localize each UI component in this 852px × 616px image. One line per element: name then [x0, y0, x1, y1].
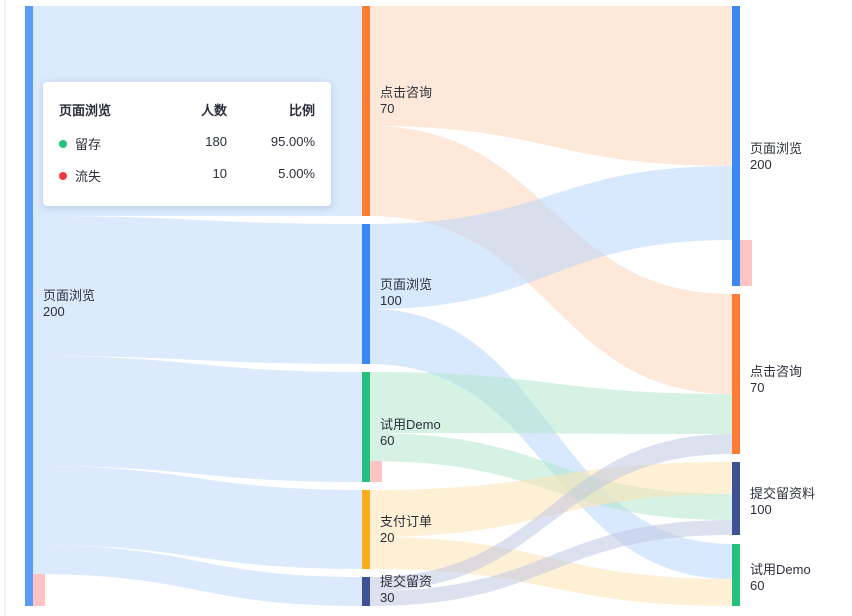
link-pay-to-submit[interactable] — [370, 462, 732, 537]
tooltip: 页面浏览 人数 比例 留存 180 95.00% 流失 10 5.00% — [43, 82, 331, 206]
tooltip-row-lost: 流失 10 5.00% — [59, 166, 315, 184]
link-pay-to-demo[interactable] — [370, 537, 732, 606]
label-left-page: 页面浏览 200 — [43, 288, 95, 320]
node-mid-page[interactable] — [362, 224, 370, 364]
tooltip-header: 页面浏览 人数 比例 — [59, 100, 315, 118]
link-page-to-page-r[interactable] — [370, 166, 732, 309]
label-value: 60 — [750, 578, 765, 593]
tooltip-title: 页面浏览 — [59, 103, 112, 118]
label-name: 点击咨询 — [380, 85, 433, 100]
label-name: 试用Demo — [380, 417, 441, 432]
node-right-page[interactable] — [732, 6, 740, 286]
row-ratio: 5.00% — [278, 166, 315, 181]
label-value: 200 — [43, 304, 65, 319]
dropoff-mid-demo[interactable] — [370, 461, 382, 482]
node-mid-consult[interactable] — [362, 6, 370, 216]
label-name: 页面浏览 — [380, 277, 433, 292]
node-left-page[interactable] — [25, 6, 33, 606]
node-mid-submit[interactable] — [362, 577, 370, 606]
row-name: 流失 — [75, 169, 102, 184]
label-value: 200 — [750, 157, 772, 172]
row-ratio: 95.00% — [270, 134, 315, 149]
label-mid-pay: 支付订单 20 — [380, 514, 432, 546]
label-mid-demo: 试用Demo 60 — [380, 417, 441, 449]
label-name: 点击咨询 — [750, 364, 803, 379]
label-mid-submit: 提交留资 30 — [380, 574, 432, 606]
node-mid-demo[interactable] — [362, 372, 370, 482]
label-name: 页面浏览 — [43, 288, 96, 303]
label-right-consult: 点击咨询 70 — [750, 364, 802, 396]
label-value: 100 — [380, 293, 402, 308]
link-consult-to-page[interactable] — [370, 6, 732, 166]
label-value: 70 — [750, 380, 765, 395]
tooltip-col-count: 人数 — [200, 103, 227, 118]
link-page-to-pay[interactable] — [33, 466, 362, 569]
dropoff-left-page[interactable] — [33, 574, 45, 606]
node-mid-pay[interactable] — [362, 490, 370, 569]
label-name: 页面浏览 — [750, 141, 803, 156]
links-left-middle — [33, 6, 362, 606]
label-value: 20 — [380, 530, 395, 545]
row-count: 180 — [205, 134, 227, 149]
tooltip-row-retained: 留存 180 95.00% — [59, 134, 315, 152]
green-dot-icon — [59, 140, 67, 148]
link-page-to-submit[interactable] — [33, 545, 362, 606]
row-name: 留存 — [75, 137, 102, 152]
tooltip-col-ratio: 比例 — [288, 103, 315, 118]
label-right-demo: 试用Demo 60 — [750, 562, 811, 594]
label-value: 30 — [380, 590, 395, 605]
link-page-to-page[interactable] — [33, 216, 362, 364]
node-right-demo[interactable] — [732, 544, 740, 606]
label-mid-consult: 点击咨询 70 — [380, 85, 432, 117]
label-name: 试用Demo — [750, 562, 811, 577]
link-submit-to-submit[interactable] — [370, 520, 732, 606]
dropoff-right-page[interactable] — [740, 240, 752, 286]
label-name: 提交留资 — [380, 574, 433, 589]
label-right-submit: 提交留资料 100 — [750, 486, 815, 518]
label-value: 70 — [380, 101, 395, 116]
link-submit-to-consult[interactable] — [370, 434, 732, 591]
link-demo-to-consult[interactable] — [370, 372, 732, 434]
row-count: 10 — [212, 166, 227, 181]
label-value: 60 — [380, 433, 395, 448]
node-right-consult[interactable] — [732, 294, 740, 454]
links-middle-right — [370, 6, 732, 606]
label-right-page: 页面浏览 200 — [750, 141, 802, 173]
label-value: 100 — [750, 502, 772, 517]
label-mid-page: 页面浏览 100 — [380, 277, 432, 309]
node-right-submit[interactable] — [732, 462, 740, 535]
label-name: 支付订单 — [380, 514, 433, 529]
link-page-to-demo[interactable] — [33, 356, 362, 482]
left-border — [4, 0, 6, 616]
label-name: 提交留资料 — [750, 486, 816, 501]
red-dot-icon — [59, 172, 67, 180]
